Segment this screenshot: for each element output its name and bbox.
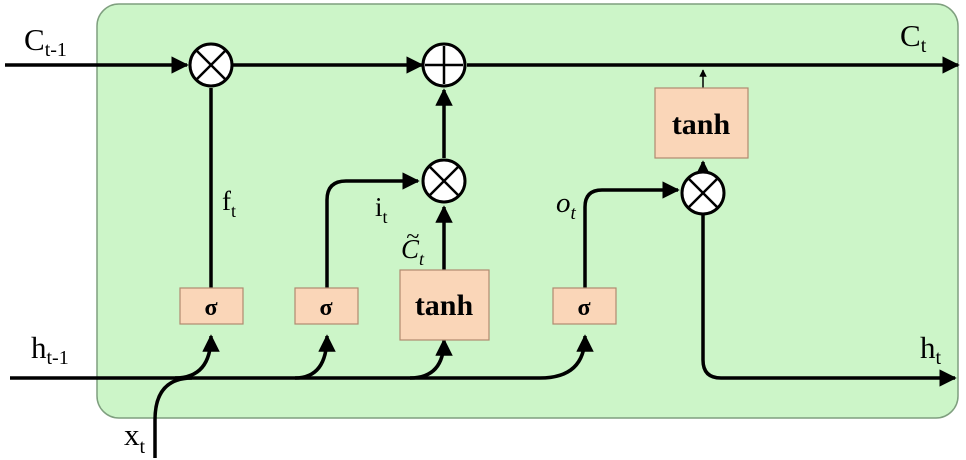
candidate-signal-label: Ct (401, 234, 425, 269)
x-input-line (153, 376, 193, 458)
output-signal-label: ot (556, 187, 577, 224)
input-sigma-gate: σ (294, 287, 359, 325)
output-multiply-operator (680, 170, 726, 216)
cell-add-operator (421, 42, 467, 88)
forget-multiply-operator (188, 42, 234, 88)
forget-sigma-gate: σ (179, 287, 244, 325)
svg-text:σ: σ (204, 295, 217, 321)
hidden-to-candidate-branch (409, 338, 453, 380)
candidate-tilde-mark: ~ (406, 224, 419, 250)
svg-text:σ: σ (319, 295, 332, 321)
output-gate-line (583, 181, 680, 288)
cell-prev-label: Ct-1 (24, 22, 67, 61)
svg-text:σ: σ (577, 295, 590, 321)
cell-out-label: Ct (900, 18, 927, 57)
svg-text:tanh: tanh (672, 108, 731, 141)
svg-text:tanh: tanh (415, 289, 474, 322)
forget-signal-label: ft (222, 186, 236, 221)
input-signal-label: it (375, 192, 388, 227)
x-input-label: xt (124, 417, 146, 458)
hidden-output-line (701, 214, 957, 387)
hidden-out-label: ht (920, 330, 942, 369)
input-multiply-operator (421, 158, 467, 204)
hidden-prev-label: ht-1 (31, 330, 69, 369)
cell-tanh-gate: tanh (654, 87, 749, 159)
hidden-to-input-branch (294, 334, 336, 380)
output-sigma-gate: σ (552, 287, 617, 325)
hidden-to-output-branch (539, 334, 594, 380)
candidate-tanh-gate: tanh (399, 269, 490, 341)
input-gate-line (325, 172, 420, 288)
